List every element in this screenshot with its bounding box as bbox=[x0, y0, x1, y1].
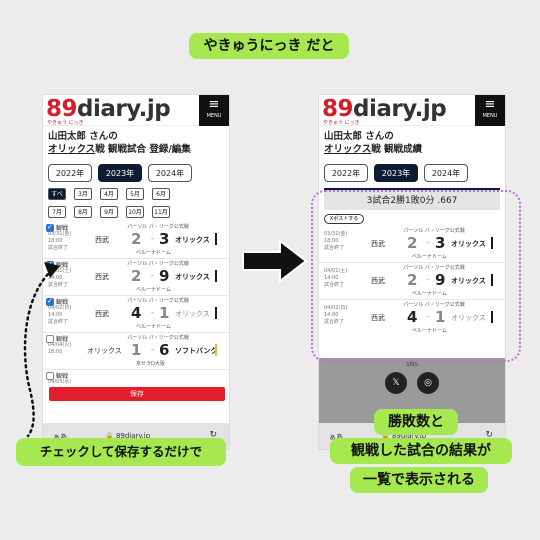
team-color-bar bbox=[215, 344, 217, 356]
caption-right-line1: 勝敗数と bbox=[374, 409, 458, 435]
reload-icon[interactable]: ↻ bbox=[485, 430, 493, 440]
lock-icon: 🔒 bbox=[105, 432, 114, 440]
team-color-bar bbox=[215, 307, 217, 319]
hamburger-icon: ≡ bbox=[208, 97, 220, 112]
logo-subtitle: やきゅう にっき bbox=[47, 120, 84, 126]
watched-checkbox[interactable] bbox=[46, 223, 54, 232]
watched-checkbox[interactable] bbox=[46, 297, 54, 306]
url-text: 🔒 89diary.jp bbox=[105, 432, 151, 440]
right-phone-screen: 89diary.jp やきゅう にっき ≡MENU 山田太郎 さんの オリックス… bbox=[318, 94, 506, 450]
instagram-icon[interactable]: ◎ bbox=[417, 372, 439, 394]
left-phone-screen: 89diary.jp やきゅう にっき ≡MENU 山田太郎 さんの オリックス… bbox=[42, 94, 230, 450]
record-summary: 3試合2勝1敗0分 .667 bbox=[324, 188, 500, 210]
month-tab-3[interactable]: 3月 bbox=[74, 188, 92, 200]
month-tab-6[interactable]: 6月 bbox=[152, 188, 170, 200]
watched-checkbox[interactable] bbox=[46, 335, 54, 343]
year-tab-2022[interactable]: 2022年 bbox=[48, 164, 92, 182]
month-tabs-row1: すべて 3月 4月 5月 6月 bbox=[43, 182, 229, 209]
month-tabs-row2: 7月 8月 9月 10月 11月 bbox=[43, 200, 229, 218]
site-logo[interactable]: 89diary.jp bbox=[46, 96, 171, 122]
game-row: 観戦 04/04(火)18:00 パーソル パ・リーグ公式戦 オリックス 1 -… bbox=[43, 333, 229, 370]
save-button[interactable]: 保存 bbox=[49, 387, 225, 401]
year-tab-2024[interactable]: 2024年 bbox=[148, 164, 192, 182]
caption-right-line3: 一覧で表示される bbox=[350, 467, 488, 493]
reload-icon[interactable]: ↻ bbox=[209, 430, 217, 440]
x-post-button[interactable]: Xポストする bbox=[324, 214, 364, 224]
month-tab-11[interactable]: 11月 bbox=[152, 206, 170, 218]
highlight-box bbox=[311, 190, 521, 362]
team-color-bar bbox=[215, 233, 217, 245]
site-logo[interactable]: 89diary.jp bbox=[322, 96, 447, 122]
year-tab-2023[interactable]: 2023年 bbox=[374, 164, 418, 182]
url-text: 🔒 89diary.jp bbox=[381, 432, 427, 440]
watched-checkbox[interactable] bbox=[46, 372, 54, 380]
logo-subtitle: やきゅう にっき bbox=[323, 120, 360, 126]
menu-button[interactable]: ≡MENU bbox=[475, 95, 505, 126]
site-header: 89diary.jp やきゅう にっき ≡MENU bbox=[319, 95, 505, 126]
text-size-button[interactable]: ぁあ bbox=[53, 433, 67, 441]
text-size-button[interactable]: ぁあ bbox=[329, 433, 343, 441]
menu-button[interactable]: ≡MENU bbox=[199, 95, 229, 126]
team-color-bar bbox=[215, 270, 217, 282]
year-tab-2022[interactable]: 2022年 bbox=[324, 164, 368, 182]
lock-icon: 🔒 bbox=[381, 432, 390, 440]
team-color-bar bbox=[491, 311, 493, 323]
caption-right-line2: 観戦した試合の結果が bbox=[330, 438, 512, 464]
site-header: 89diary.jp やきゅう にっき ≡MENU bbox=[43, 95, 229, 126]
month-tab-4[interactable]: 4月 bbox=[100, 188, 118, 200]
month-tab-5[interactable]: 5月 bbox=[126, 188, 144, 200]
month-tab-7[interactable]: 7月 bbox=[48, 206, 66, 218]
page-title: やきゅうにっき だと bbox=[189, 33, 349, 59]
year-tabs: 2022年 2023年 2024年 bbox=[43, 156, 229, 182]
year-tab-2023[interactable]: 2023年 bbox=[98, 164, 142, 182]
right-arrow-icon bbox=[242, 238, 308, 284]
year-tab-2024[interactable]: 2024年 bbox=[424, 164, 468, 182]
caption-left: チェックして保存するだけで bbox=[16, 438, 226, 466]
month-tab-10[interactable]: 10月 bbox=[126, 206, 144, 218]
dotted-curve-arrow-icon bbox=[23, 262, 60, 438]
year-tabs: 2022年 2023年 2024年 bbox=[319, 156, 505, 182]
hamburger-icon: ≡ bbox=[484, 97, 496, 112]
page-heading: 山田太郎 さんの オリックス戦 観戦成績 bbox=[324, 131, 423, 155]
team-link[interactable]: オリックス bbox=[324, 144, 372, 155]
month-tab-all[interactable]: すべて bbox=[48, 188, 66, 209]
team-link[interactable]: オリックス bbox=[48, 144, 96, 155]
page-heading: 山田太郎 さんの オリックス戦 観戦試合 登録/編集 bbox=[48, 131, 191, 155]
month-tab-9[interactable]: 9月 bbox=[100, 206, 118, 218]
month-tab-8[interactable]: 8月 bbox=[74, 206, 92, 218]
game-row: 観戦 04/05(水) bbox=[46, 372, 72, 385]
team-color-bar bbox=[491, 237, 493, 249]
x-logo-icon[interactable]: 𝕏 bbox=[385, 372, 407, 394]
team-color-bar bbox=[491, 274, 493, 286]
